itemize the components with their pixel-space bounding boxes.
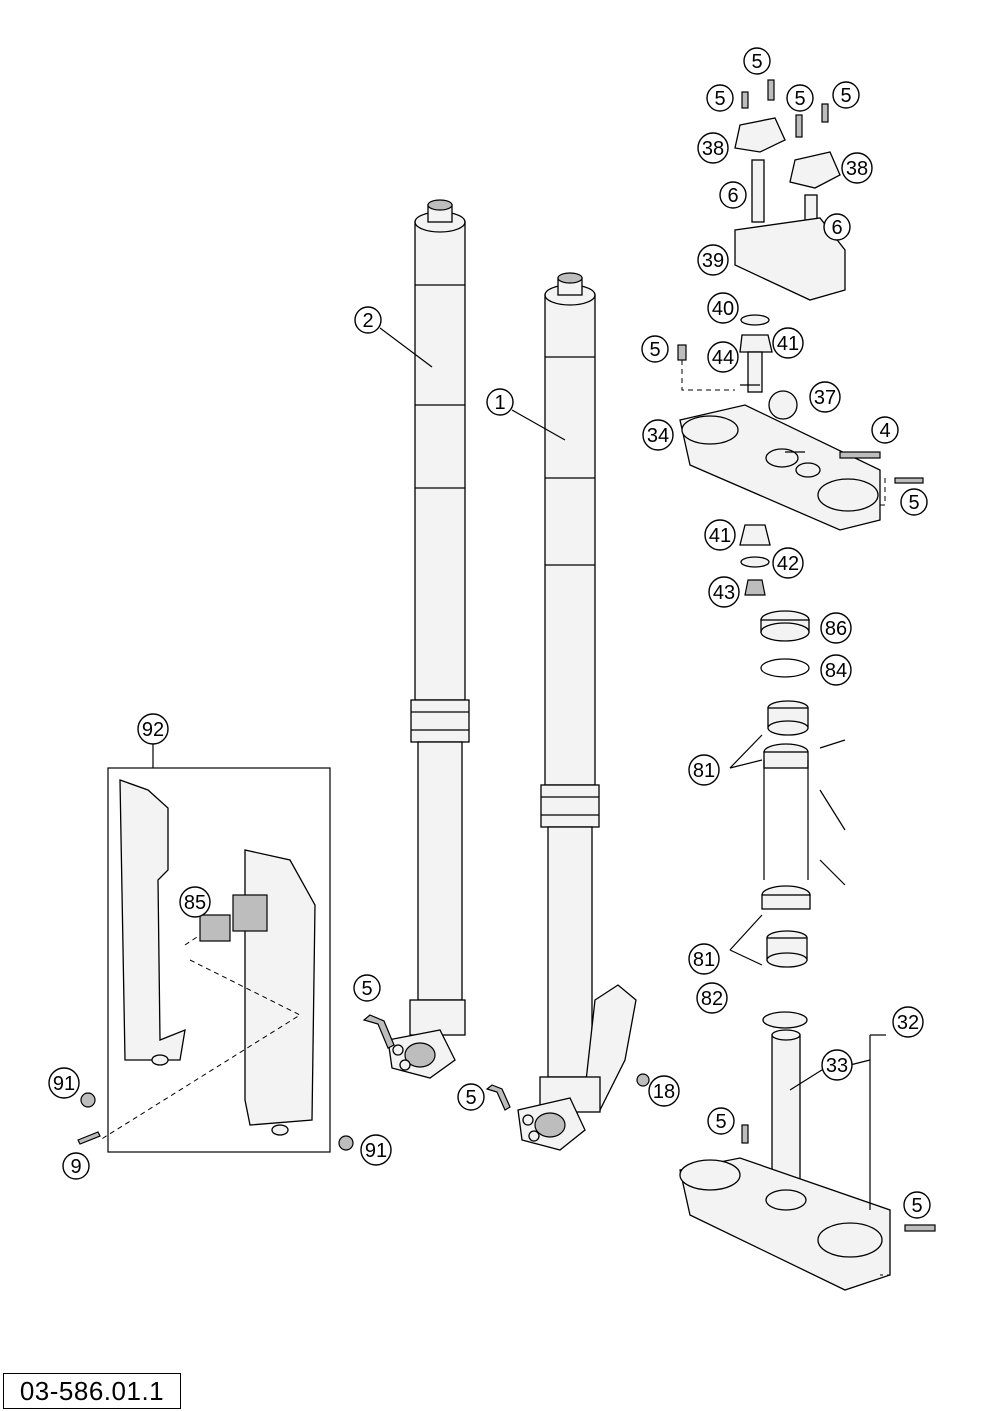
callout-84: 84 [820,654,852,686]
svg-text:6: 6 [831,217,842,239]
nut-stack [739,524,771,596]
svg-text:5: 5 [751,51,762,73]
callout-5: 5 [707,1107,735,1135]
callout-9: 9 [62,1152,90,1180]
svg-text:33: 33 [826,1055,848,1077]
callout-33: 33 [821,1049,853,1081]
callout-41: 41 [772,327,804,359]
callout-5: 5 [786,84,814,112]
svg-text:81: 81 [693,760,715,782]
callout-6: 6 [719,181,747,209]
svg-text:42: 42 [777,553,799,575]
callout-44: 44 [707,341,739,373]
svg-text:5: 5 [794,88,805,110]
svg-text:41: 41 [709,525,731,547]
callout-81: 81 [688,943,720,975]
svg-text:44: 44 [712,347,734,369]
svg-text:4: 4 [879,420,890,442]
svg-text:2: 2 [362,310,373,332]
svg-text:85: 85 [184,892,206,914]
callout-5: 5 [900,488,928,516]
svg-text:5: 5 [361,978,372,1000]
callout-85: 85 [179,886,211,918]
svg-text:5: 5 [465,1087,476,1109]
lower-triple-clamp [679,1029,936,1291]
svg-text:34: 34 [647,425,669,447]
callout-4: 4 [871,416,899,444]
callout-37: 37 [809,381,841,413]
callout-38: 38 [841,152,873,184]
callout-91: 91 [360,1134,392,1166]
callout-42: 42 [772,547,804,579]
callout-2: 2 [354,306,382,334]
callout-82: 82 [696,982,728,1014]
svg-text:40: 40 [712,298,734,320]
bearings-and-seals [760,610,846,1029]
fork-protector-group [99,744,331,1153]
callout-6: 6 [823,213,851,241]
callout-91: 91 [48,1067,80,1099]
upper-triple-clamp [679,404,924,531]
callout-86: 86 [820,612,852,644]
svg-text:32: 32 [897,1012,919,1034]
svg-text:38: 38 [846,158,868,180]
callout-5: 5 [832,81,860,109]
svg-text:9: 9 [70,1156,81,1178]
svg-text:5: 5 [649,339,660,361]
svg-text:43: 43 [713,582,735,604]
drawing-number-label: 03-586.01.1 [3,1373,181,1409]
callout-34: 34 [642,419,674,451]
svg-text:81: 81 [693,949,715,971]
fork-leg-2 [387,199,470,1079]
callout-43: 43 [708,576,740,608]
leader-lines [379,327,886,1210]
callout-5: 5 [457,1083,485,1111]
callout-5: 5 [706,84,734,112]
callout-40: 40 [707,292,739,324]
callout-81: 81 [688,754,720,786]
svg-text:37: 37 [814,387,836,409]
svg-text:38: 38 [702,138,724,160]
svg-text:82: 82 [701,988,723,1010]
svg-text:6: 6 [727,185,738,207]
svg-text:18: 18 [653,1081,675,1103]
callout-5: 5 [641,335,669,363]
svg-text:5: 5 [840,85,851,107]
svg-text:92: 92 [142,719,164,741]
svg-text:5: 5 [715,1111,726,1133]
callout-5: 5 [743,47,771,75]
callout-18: 18 [648,1075,680,1107]
fork-leg-1 [517,272,637,1151]
svg-text:86: 86 [825,618,847,640]
svg-text:5: 5 [714,88,725,110]
top-clamps [677,79,846,420]
callout-5: 5 [903,1191,931,1219]
callout-38: 38 [697,132,729,164]
svg-text:1: 1 [494,392,505,414]
callout-5: 5 [353,974,381,1002]
callout-32: 32 [892,1006,924,1038]
svg-text:5: 5 [911,1195,922,1217]
callout-41: 41 [704,519,736,551]
svg-text:41: 41 [777,333,799,355]
callout-1: 1 [486,388,514,416]
svg-text:39: 39 [702,250,724,272]
small-fasteners [77,1014,650,1151]
callout-39: 39 [697,244,729,276]
svg-text:91: 91 [53,1073,75,1095]
svg-text:91: 91 [365,1140,387,1162]
svg-text:84: 84 [825,660,847,682]
callout-92: 92 [137,713,169,745]
svg-text:5: 5 [908,492,919,514]
